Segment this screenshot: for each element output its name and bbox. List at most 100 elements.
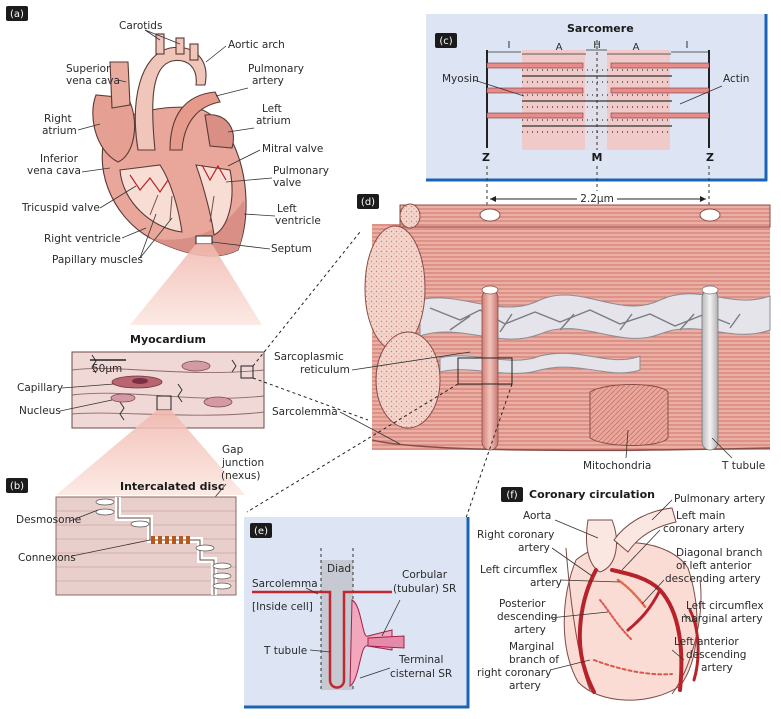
left-ventricle-chamber (195, 164, 233, 236)
label-corbular-2: (tubular) SR (393, 583, 456, 595)
coronary-pulmonary-artery (613, 507, 677, 553)
carotid-right (189, 43, 199, 61)
label-nucleus: Nucleus (19, 405, 61, 417)
panel-c-tag: (c) (439, 36, 452, 47)
label-superior-vena-cava-1: Superior (66, 63, 111, 75)
fiber-end-cap-top (364, 225, 426, 351)
label-sr-2: reticulum (300, 364, 350, 376)
label-right-ventricle: Right ventricle (44, 233, 121, 245)
leader-nucleus (59, 399, 113, 412)
label-septum: Septum (271, 243, 312, 255)
label-actin: Actin (723, 73, 749, 85)
panel-e-tag: (e) (254, 526, 268, 537)
label-pulmonary-artery-2: artery (252, 75, 284, 87)
label-myosin: Myosin (442, 73, 479, 85)
actin-filaments (486, 62, 710, 119)
coronary-arteries (577, 568, 700, 694)
panel-myocardium: Myocardium 50µm Capillary Nucleus (17, 231, 369, 429)
label-superior-vena-cava-2: vena cava (66, 75, 120, 87)
leader-pulmonary-valve (225, 177, 273, 183)
fiber-end-cap-small (399, 203, 421, 229)
label-pulmonary-artery-1: Pulmonary (248, 63, 304, 75)
label-posterior-3: artery (514, 624, 546, 636)
h-zone-clear (585, 50, 607, 150)
papillary-strands (149, 194, 215, 223)
panel-c-tag-bg (435, 33, 457, 48)
zoom-line-d-bottom (252, 377, 369, 421)
band-h: H (593, 40, 601, 51)
panel-e-tag-bg (250, 523, 272, 538)
label-aortic-arch: Aortic arch (228, 39, 285, 51)
label-gap-2: junction (221, 457, 264, 469)
mitral-valve-shape (201, 164, 227, 182)
label-inferior-vena-cava-1: Inferior (40, 153, 79, 165)
label-terminal-2: cisternal SR (390, 668, 452, 680)
label-posterior-2: descending (497, 611, 557, 623)
label-z-right: Z (706, 151, 714, 164)
panel-b-intercalated-disc: (b) Intercalated disc Gap junction (nexu… (6, 410, 264, 596)
leader-myosin (473, 79, 525, 97)
leader-actin (679, 85, 723, 105)
label-marginal-1: Marginal (509, 641, 554, 653)
label-m: M (592, 151, 603, 164)
diad-sample-box (457, 357, 513, 385)
leader-septum (211, 241, 271, 250)
left-atrium-shape (204, 114, 234, 149)
leader-posterior (549, 611, 609, 619)
label-papillary-muscles: Papillary muscles (52, 254, 143, 266)
nucleus-shape-2 (181, 360, 211, 372)
label-corbular-1: Corbular (402, 569, 448, 581)
intercalated-disc-title: Intercalated disc (120, 480, 224, 493)
label-pulmonary-valve-1: Pulmonary (273, 165, 329, 177)
band-a-right: A (633, 42, 640, 53)
capillary-cell (132, 378, 148, 384)
label-lad-2: descending (686, 649, 746, 661)
band-i-right: I (686, 40, 689, 51)
distance-label-bg (577, 191, 617, 205)
label-z-left: Z (482, 151, 490, 164)
mitochondrion (589, 384, 669, 446)
leader-left-circumflex (559, 579, 621, 583)
leader-right-coronary (551, 547, 593, 577)
leader-t-tubule-d (711, 437, 733, 459)
leader-inferior-vena-cava (81, 167, 111, 173)
leader-desmosome (69, 509, 99, 522)
leader-superior-vena-cava (117, 79, 127, 83)
corbular-sr-tube (367, 635, 405, 649)
label-inside-cell: [Inside cell] (252, 601, 313, 613)
panel-a-tag: (a) (10, 9, 24, 20)
panel-b-tag: (b) (10, 481, 24, 492)
t-tubule-top-right (699, 208, 721, 222)
label-left-ventricle-2: ventricle (275, 215, 321, 227)
leader-sr (351, 351, 471, 371)
distance-label: 2.2µm (580, 193, 614, 205)
label-left-main-2: coronary artery (663, 523, 745, 535)
sarcolemma-t-tubule-membrane (252, 590, 392, 689)
label-sarcolemma-e: Sarcolemma (252, 578, 318, 590)
leader-marginal (549, 659, 591, 671)
leader-connexons (71, 539, 151, 557)
label-terminal-1: Terminal (398, 654, 443, 666)
zoom-cone-disc (56, 410, 245, 495)
nucleus-shape (110, 393, 136, 403)
superior-vena-cava-shape (109, 61, 131, 109)
label-f-pulmonary-artery: Pulmonary artery (674, 493, 765, 505)
leader-sarcolemma-e (305, 587, 319, 595)
t-tubule-left (481, 289, 499, 451)
myocardium-title: Myocardium (130, 333, 206, 346)
sarcomere-title: Sarcomere (567, 22, 634, 35)
zoom-line-e-left (246, 383, 459, 513)
leader-left-main (621, 529, 661, 571)
pulmonary-artery-shape (169, 91, 221, 151)
leader-aortic-arch (205, 45, 227, 63)
zoom-cone-myocardium (130, 244, 262, 325)
panel-d-tag-bg (357, 194, 379, 209)
leader-left-atrium (227, 127, 255, 133)
label-lc-marginal-2: marginal artery (681, 613, 763, 625)
leader-right-ventricle (121, 227, 147, 239)
label-carotids: Carotids (119, 20, 162, 32)
label-gap-3: (nexus) (221, 470, 260, 482)
t-tubule-left-opening (481, 285, 499, 295)
coronary-title: Coronary circulation (529, 488, 655, 501)
